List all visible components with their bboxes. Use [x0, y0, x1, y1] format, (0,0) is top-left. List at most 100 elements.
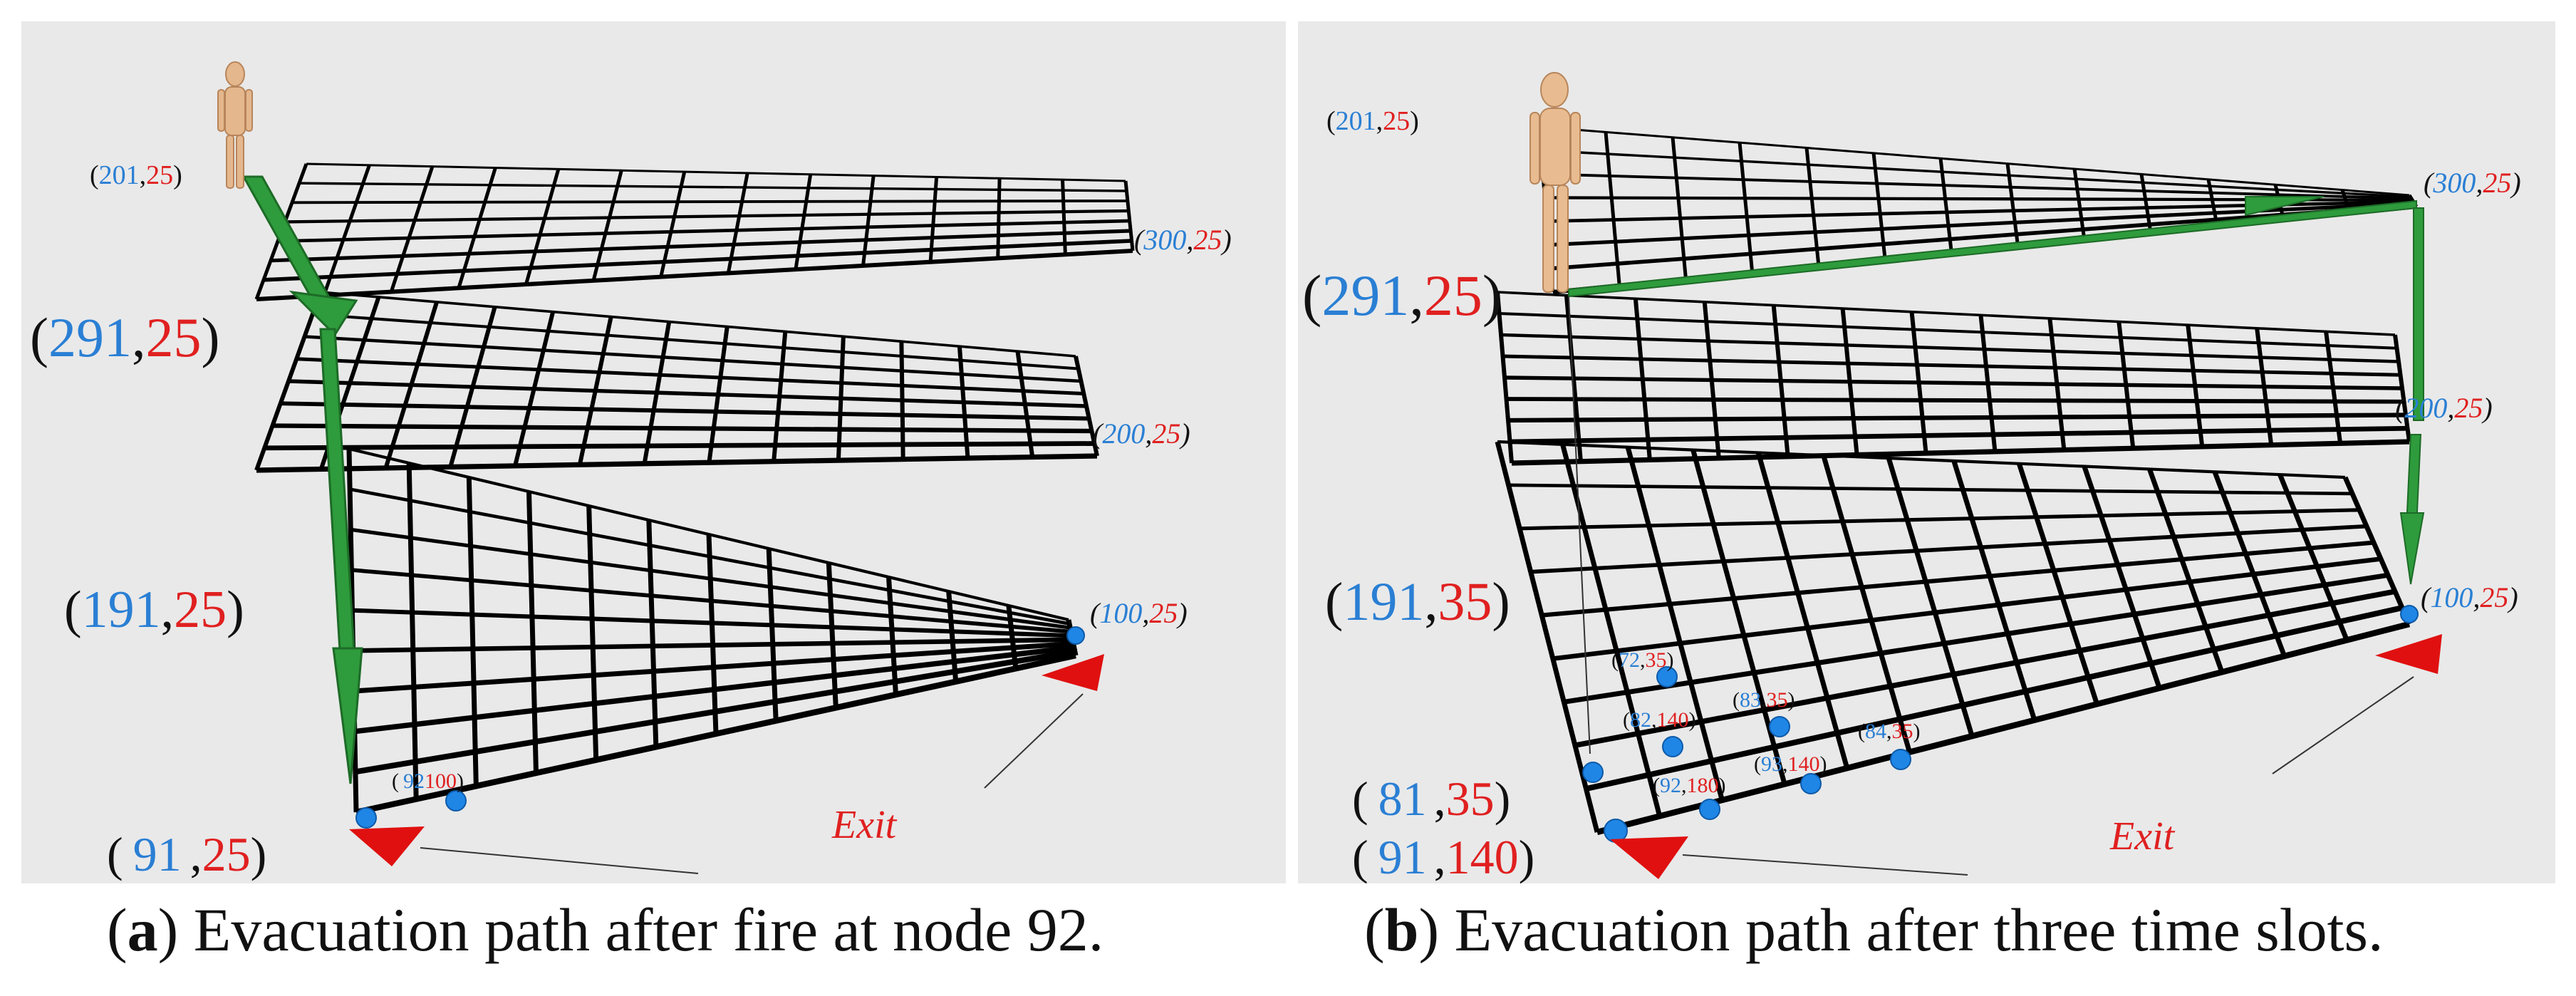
grid-line — [996, 178, 1002, 259]
grid-line — [1671, 137, 1688, 279]
grid-line — [1542, 172, 2411, 200]
path-arrow-1 — [242, 175, 336, 313]
grid-line — [2139, 174, 2153, 234]
grid-line — [322, 165, 371, 296]
grid-line — [1497, 291, 2396, 336]
grid-line — [284, 209, 1129, 224]
grid-line — [277, 219, 1130, 243]
grid-line — [256, 249, 1133, 301]
grid-line — [1633, 298, 1652, 460]
grid-line — [280, 401, 1089, 421]
path-arrowhead-1 — [2245, 196, 2325, 217]
evacuation-path — [242, 175, 363, 784]
panel-b: (201,25) (300,25) (291,25) (200,25) (191… — [1298, 21, 2555, 883]
node-label-291: (291,25) — [1302, 263, 1502, 328]
node-dot-92 — [1699, 799, 1720, 820]
grid-line — [928, 177, 939, 262]
grid-line — [2212, 471, 2287, 658]
grid-line — [1755, 452, 1850, 769]
caption-text: Evacuation path after three time slots. — [1439, 896, 2384, 964]
grid-line — [1978, 314, 1998, 452]
caption-b: (b) Evacuation path after three time slo… — [1364, 896, 2384, 964]
evacuation-path — [1568, 196, 2425, 754]
node-label-82: (82,140) — [1623, 708, 1696, 732]
grid-line — [1951, 460, 2037, 721]
grid-line — [1510, 425, 2408, 445]
grid-line — [1507, 413, 2406, 423]
grid-line — [646, 519, 659, 747]
exit-marker-left — [349, 826, 425, 866]
node-label-191: (191,35) — [1325, 572, 1510, 632]
node-dot-100 — [1066, 626, 1085, 645]
leader-line — [1682, 854, 1968, 876]
grid-line — [304, 335, 1081, 383]
grid-line — [1821, 455, 1912, 753]
grid-line — [1938, 158, 1953, 253]
node-dot-83 — [1769, 716, 1790, 737]
node-label-91: (91,25) — [107, 827, 266, 881]
grid-line — [254, 291, 323, 472]
grid-line — [513, 311, 556, 467]
caption-letter: a — [127, 896, 158, 964]
node-label-92: (92100) — [392, 769, 464, 793]
floor-3 — [1537, 125, 2419, 294]
grid-line — [1909, 311, 1928, 454]
grid-line — [1123, 180, 1135, 251]
grid-line — [2255, 328, 2274, 445]
node-label-300: (300,25) — [1134, 224, 1232, 256]
node-label-84: (84,35) — [1858, 720, 1921, 743]
grid-line — [946, 591, 959, 682]
grid-line — [1804, 147, 1821, 266]
grid-line — [1771, 305, 1790, 457]
grid-line — [577, 316, 613, 465]
floor-1 — [346, 447, 1079, 816]
grid-line — [1702, 301, 1721, 459]
grid-line — [1585, 605, 2403, 792]
path-segment-2 — [2413, 207, 2424, 421]
grid-line — [2393, 334, 2411, 442]
grid-line — [772, 331, 788, 462]
grid-line — [642, 321, 672, 465]
path-segment-1 — [1568, 199, 2417, 298]
path-arrowhead-1 — [289, 290, 358, 337]
grid-line — [1015, 351, 1035, 457]
exit-marker-left — [1610, 836, 1688, 879]
grid-line — [2147, 468, 2225, 673]
node-dot-91 — [355, 807, 377, 829]
node-dot-82 — [1662, 736, 1683, 757]
grid-line — [1497, 440, 2346, 479]
grid-line — [1625, 446, 1725, 801]
grid-line — [466, 477, 479, 787]
grid-line — [2047, 318, 2067, 450]
node-dot-72 — [1656, 666, 1678, 688]
node-dot-91 — [1604, 819, 1628, 843]
grid-line — [270, 229, 1131, 263]
grid-line — [1502, 354, 2401, 377]
node-dot-92 — [445, 790, 467, 811]
grid-line — [2005, 163, 2020, 247]
grid-line — [1596, 621, 2411, 836]
person-figure — [217, 61, 253, 189]
node-dot-81 — [1582, 762, 1604, 783]
grid-line — [2186, 324, 2205, 447]
leader-line — [420, 847, 699, 874]
grid-line — [1563, 572, 2389, 705]
grid-line — [2342, 476, 2412, 626]
grid-line — [389, 165, 435, 293]
node-label-291: (291,25) — [30, 306, 219, 368]
grid-line — [2016, 462, 2099, 705]
grid-line — [1871, 152, 1887, 260]
grid-line — [1530, 524, 2367, 574]
grid-line — [586, 505, 599, 760]
grid-line — [1541, 540, 2374, 618]
grid-line — [1504, 375, 2403, 390]
node-label-200: (200,25) — [1093, 417, 1190, 450]
caption-letter: b — [1384, 896, 1419, 964]
person-figure — [1530, 72, 1581, 293]
node-dot-100 — [2400, 605, 2419, 623]
grid-line — [312, 313, 1079, 370]
grid-line — [1074, 356, 1099, 457]
grid-line — [1061, 180, 1067, 255]
grid-line — [706, 534, 719, 735]
grid-line — [1564, 295, 1583, 462]
